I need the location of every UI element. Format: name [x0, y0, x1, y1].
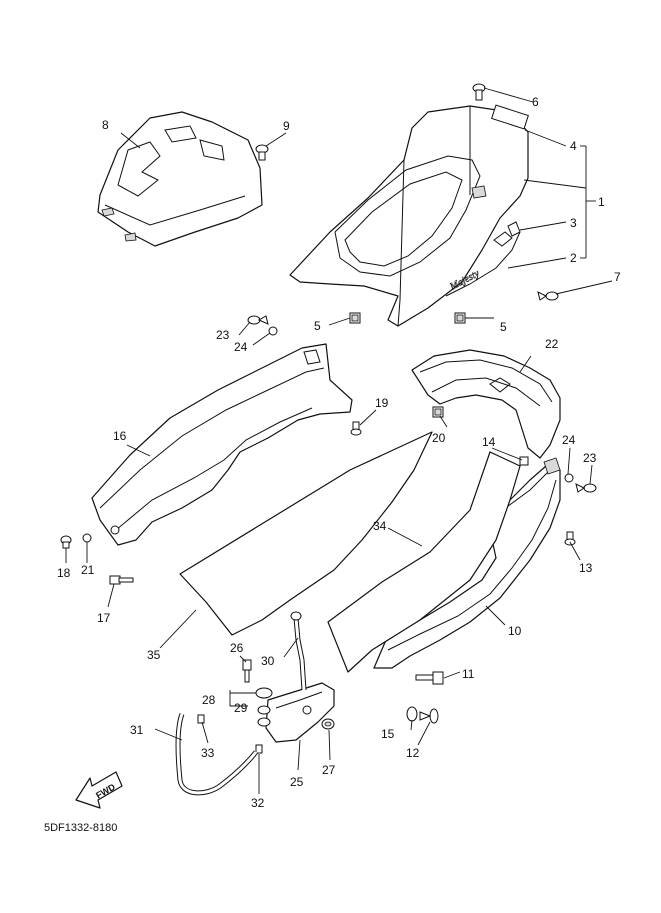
part-11-bolt	[415, 671, 444, 685]
callout-30: 30	[261, 654, 275, 668]
callout-19: 19	[375, 396, 389, 410]
part-1-seat-cowl: Majesty	[289, 105, 529, 327]
callout-12: 12	[406, 746, 420, 760]
callout-15: 15	[381, 727, 395, 741]
callout-10: 10	[508, 624, 522, 638]
part-23-screw-right	[575, 483, 597, 493]
callout-14: 14	[482, 435, 496, 449]
part-4-label	[491, 104, 529, 130]
part-19-screw	[350, 421, 362, 436]
part-23-screw-left	[247, 315, 269, 325]
part-29-grommet	[257, 705, 271, 727]
callout-27: 27	[322, 763, 336, 777]
part-24-washer-left	[268, 326, 278, 336]
part-15-washer	[406, 706, 418, 722]
callout-31: 31	[130, 723, 144, 737]
part-25-reservoir	[265, 682, 335, 743]
part-6-screw	[472, 83, 486, 101]
part-16-side-cover-left	[91, 343, 353, 546]
callout-34: 34	[373, 519, 387, 533]
callout-7: 7	[614, 270, 621, 284]
part-17-bolt	[109, 575, 134, 585]
forward-direction-arrow: FWD	[75, 771, 123, 809]
callout-2: 2	[570, 251, 577, 265]
part-21-washer	[82, 533, 92, 543]
callout-24-right: 24	[562, 433, 576, 447]
callout-24-left: 24	[234, 340, 248, 354]
callout-16: 16	[113, 429, 127, 443]
part-32-clip	[255, 744, 263, 754]
callout-32: 32	[251, 796, 265, 810]
callout-25: 25	[290, 775, 304, 789]
callout-35: 35	[147, 648, 161, 662]
leader-lines	[65, 87, 613, 794]
callout-33: 33	[201, 746, 215, 760]
callout-4: 4	[570, 139, 577, 153]
part-31-hose-inner	[176, 713, 258, 795]
part-34-sheet	[327, 451, 521, 673]
part-33-clip	[197, 714, 205, 724]
callout-3: 3	[570, 216, 577, 230]
callout-9: 9	[283, 119, 290, 133]
part-24-washer-right	[564, 473, 574, 483]
callout-26: 26	[230, 641, 244, 655]
part-35-sheet	[179, 431, 433, 636]
part-22-rear-cover	[411, 349, 561, 459]
callout-11: 11	[462, 667, 475, 681]
diagram-code: 5DF1332-8180	[44, 822, 117, 834]
part-13-screw	[564, 531, 576, 546]
part-12-screw	[419, 708, 439, 724]
callout-6: 6	[532, 95, 539, 109]
callout-20: 20	[432, 431, 446, 445]
part-30-hose-end	[290, 611, 302, 621]
part-30-hose-inner	[294, 617, 306, 691]
part-18-screw	[60, 535, 72, 549]
callout-5-left: 5	[314, 319, 321, 333]
callout-23-right: 23	[583, 451, 597, 465]
part-14-nut	[519, 456, 529, 466]
part-28-cap	[255, 687, 273, 699]
part-8-front-cover	[97, 111, 263, 247]
callout-labels: 1 2 3 4 5 5 6 7 8 9 10 11 12 13 14 15 16…	[57, 95, 621, 810]
part-27-grommet	[321, 718, 335, 730]
part-31-hose	[175, 713, 258, 796]
part-5-nut-right	[454, 312, 466, 324]
part-9-screw	[255, 144, 269, 161]
callout-21: 21	[81, 563, 95, 577]
callout-29: 29	[234, 701, 248, 715]
part-7-screw	[537, 291, 559, 301]
part-5-nut-left	[349, 312, 361, 324]
part-20-nut	[432, 406, 444, 418]
parts-2-3-emblems	[507, 221, 521, 237]
callout-13: 13	[579, 561, 593, 575]
callout-17: 17	[97, 611, 111, 625]
callout-1: 1	[598, 195, 605, 209]
callout-8: 8	[102, 118, 109, 132]
callout-23-left: 23	[216, 328, 230, 342]
callout-18: 18	[57, 566, 71, 580]
callout-28: 28	[202, 693, 216, 707]
part-26-bolt	[242, 659, 252, 683]
callout-22: 22	[545, 337, 559, 351]
callout-5-right: 5	[500, 320, 507, 334]
